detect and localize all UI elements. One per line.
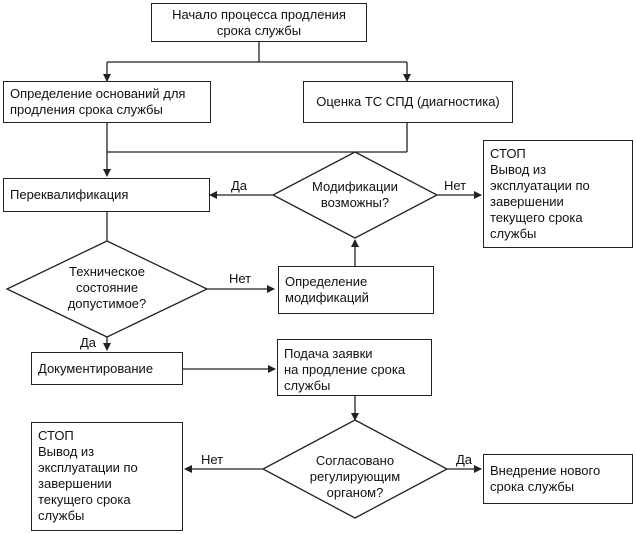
label-tech-yes: Да [80, 335, 97, 350]
node-stop-bottom: СТОП Вывод из эксплуатации по завершении… [31, 422, 183, 531]
node-document: Документирование [31, 352, 183, 385]
label-mods-no: Нет [444, 178, 467, 193]
decision-mods-shape [271, 151, 439, 239]
node-assess: Оценка ТС СПД (диагностика) [303, 81, 513, 123]
node-basis: Определение оснований для продления срок… [3, 81, 211, 123]
node-apply: Подача заявки на продление срока службы [277, 339, 432, 396]
label-tech-no: Нет [229, 271, 252, 286]
label-mods-yes: Да [231, 178, 248, 193]
node-start: Начало процесса продления срока службы [151, 3, 367, 42]
decision-approved-text: Согласовано регулирующим органом? [309, 453, 401, 500]
label-appr-no: Нет [201, 452, 224, 467]
decision-tech-text: Техническое состояние допустимое? [67, 264, 147, 311]
node-requal: Переквалификация [3, 178, 210, 212]
node-implement: Внедрение нового срока службы [483, 454, 633, 504]
decision-mods-text: Модификации возможны? [312, 179, 398, 210]
node-stop-top: СТОП Вывод из эксплуатации по завершении… [483, 140, 633, 248]
decision-approved-shape [261, 419, 449, 519]
label-appr-yes: Да [456, 452, 473, 467]
node-mod-define: Определение модификаций [278, 266, 434, 314]
